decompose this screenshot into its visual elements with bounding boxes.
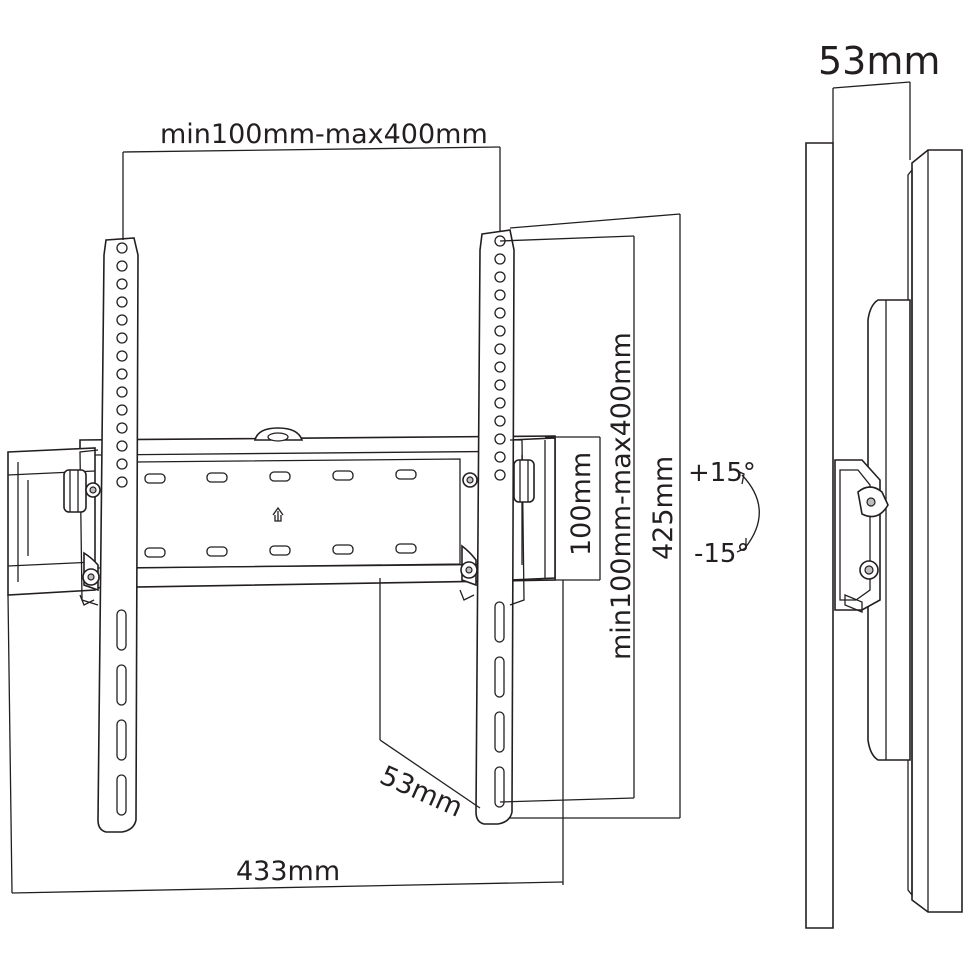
label-vesa-vertical: min100mm-max400mm [606, 332, 637, 660]
left-bottom-bolt [79, 551, 100, 606]
left-tilt-knob [63, 469, 101, 513]
label-vesa-horizontal: min100mm-max400mm [160, 119, 488, 150]
up-arrow-icon [272, 506, 284, 522]
label-profile-depth-front: 53mm [375, 760, 467, 824]
side-tilt-knob [857, 486, 889, 518]
label-wall-plate-height: 100mm [566, 452, 597, 556]
side-profile-view [805, 81, 963, 929]
wall-plate [7, 427, 556, 596]
left-vertical-arm [63, 237, 139, 833]
label-height-total: 425mm [648, 456, 679, 560]
label-tilt-plus: +15° [688, 458, 756, 488]
wall-plate-slots [144, 469, 417, 558]
dimension-lines [7, 146, 760, 894]
label-tilt-minus: -15° [694, 539, 749, 569]
side-bolt [844, 560, 879, 613]
label-width-total: 433mm [236, 856, 340, 887]
left-arm-holes [116, 242, 128, 816]
right-bottom-bolt [459, 544, 478, 601]
label-profile-depth-side: 53mm [818, 39, 940, 83]
right-tilt-knob [462, 459, 535, 503]
